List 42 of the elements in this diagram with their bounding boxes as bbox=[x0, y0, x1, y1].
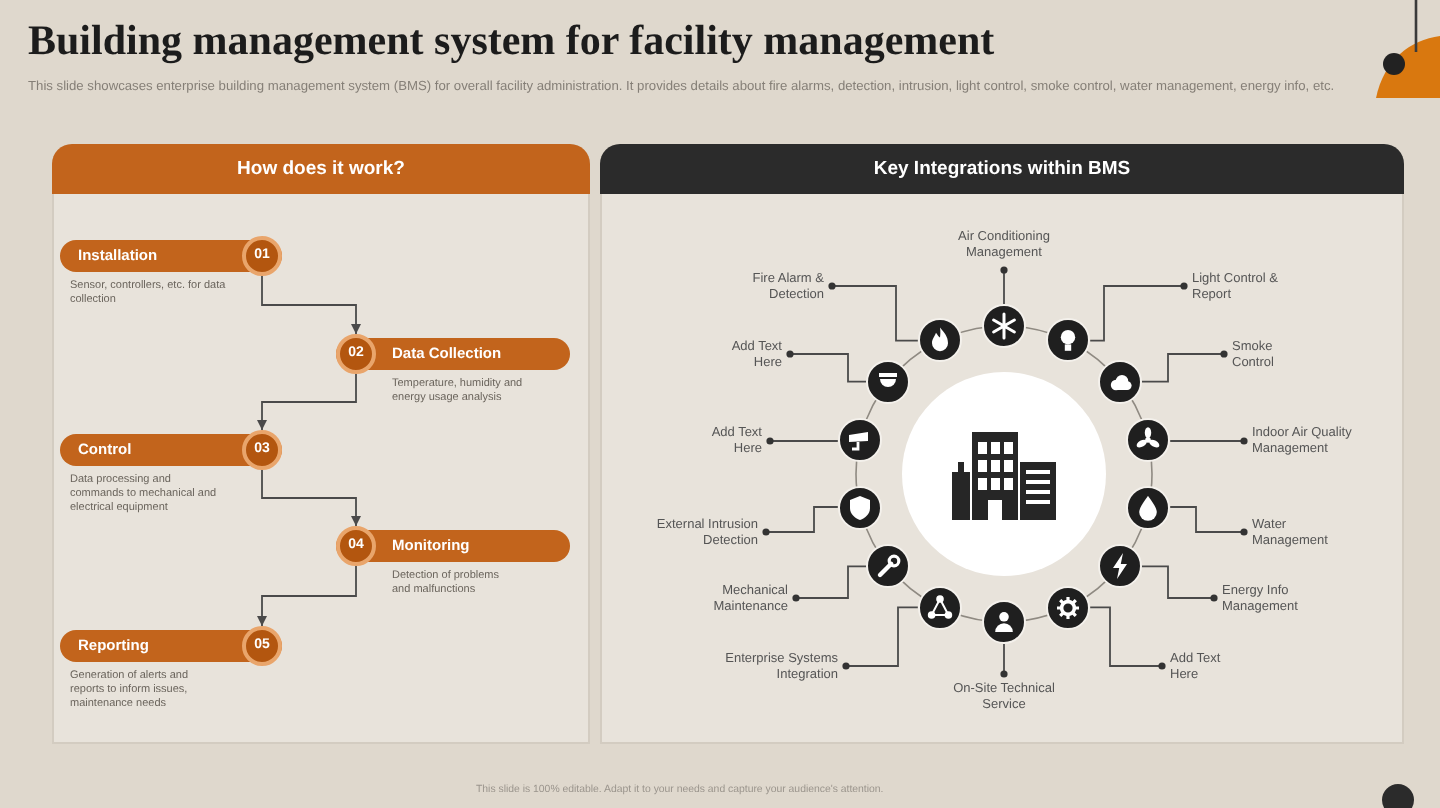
light-bulb-icon bbox=[1046, 318, 1091, 363]
wrench-icon bbox=[866, 544, 911, 589]
flow-arrow bbox=[261, 275, 361, 335]
flame-icon bbox=[917, 318, 962, 363]
process-step bbox=[60, 240, 282, 272]
water-drop-icon bbox=[1126, 485, 1171, 530]
leader-line bbox=[1089, 282, 1188, 342]
panel-card bbox=[52, 144, 590, 744]
leader-line bbox=[1000, 266, 1008, 305]
snowflake-icon bbox=[982, 304, 1026, 348]
gear-icon bbox=[1046, 585, 1091, 630]
lightning-bolt-icon bbox=[1097, 544, 1142, 589]
panel-card bbox=[600, 144, 1404, 744]
dome-camera-icon bbox=[866, 359, 911, 404]
leader-line bbox=[828, 282, 919, 342]
shield-icon bbox=[837, 485, 882, 530]
leader-line bbox=[1000, 643, 1008, 678]
cloud-icon bbox=[1097, 359, 1142, 404]
leader-line bbox=[1089, 606, 1166, 670]
panel-header: How does it work? bbox=[52, 144, 590, 194]
leader-line bbox=[842, 606, 919, 670]
leader-line bbox=[1140, 565, 1218, 602]
person-icon bbox=[982, 600, 1026, 644]
flow-arrow bbox=[257, 565, 357, 627]
cctv-camera-icon bbox=[837, 418, 882, 463]
process-step bbox=[336, 530, 570, 562]
fan-icon bbox=[1126, 418, 1171, 463]
leader-line bbox=[786, 350, 868, 383]
leader-line bbox=[766, 437, 839, 445]
process-step bbox=[336, 338, 570, 370]
flow-arrow bbox=[261, 469, 361, 527]
leader-line bbox=[1169, 437, 1248, 445]
network-icon bbox=[917, 585, 962, 630]
process-step bbox=[60, 434, 282, 466]
flow-arrow bbox=[257, 373, 357, 431]
panel-header: Key Integrations within BMS bbox=[600, 144, 1404, 194]
leader-line bbox=[1169, 506, 1248, 536]
process-step bbox=[60, 630, 282, 662]
leader-line bbox=[762, 506, 839, 536]
leader-line bbox=[1140, 350, 1228, 383]
slide-title: Building management system for facility management bbox=[28, 16, 995, 66]
leader-line bbox=[792, 565, 868, 602]
